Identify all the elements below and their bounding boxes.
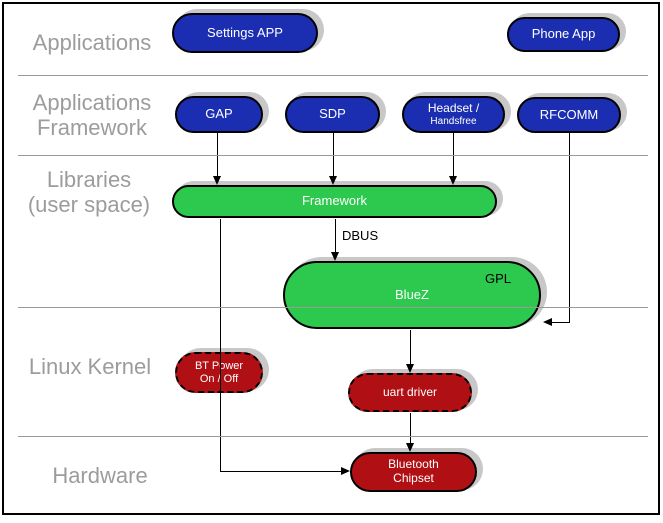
edge-framework-chipset-vertical bbox=[220, 219, 221, 472]
layer-label-hardware: Hardware bbox=[52, 463, 148, 488]
edge-framework-bluez bbox=[335, 219, 336, 253]
node-headset-handsfree: Headset / Handsfree bbox=[402, 96, 505, 133]
dbus-label: DBUS bbox=[342, 228, 379, 243]
arrowhead-uart-chipset bbox=[406, 443, 414, 452]
node-bt-power: BT Power On / Off bbox=[175, 352, 263, 393]
diagram-border bbox=[2, 2, 660, 515]
node-bluetooth-chipset: Bluetooth Chipset bbox=[350, 452, 477, 492]
node-bluez: GPL BlueZ bbox=[283, 261, 541, 329]
layer-label-applications-framework: Applications Framework bbox=[32, 90, 152, 140]
layer-divider-2 bbox=[18, 155, 648, 156]
arrowhead-framework-bluez bbox=[331, 252, 339, 261]
node-sdp: SDP bbox=[285, 96, 380, 133]
node-phone-app: Phone App bbox=[507, 17, 620, 52]
edge-rfcomm-bluez-vertical bbox=[569, 133, 570, 323]
edge-rfcomm-bluez-horizontal bbox=[551, 322, 570, 323]
arrowhead-bluez-uart bbox=[406, 364, 414, 373]
layer-divider-4 bbox=[18, 436, 648, 437]
layer-label-applications: Applications bbox=[32, 30, 152, 55]
edge-uart-chipset bbox=[410, 413, 411, 444]
node-uart-driver: uart driver bbox=[348, 373, 472, 412]
edge-framework-chipset-horizontal bbox=[220, 471, 341, 472]
node-gap: GAP bbox=[175, 96, 263, 133]
arrowhead-headset-framework bbox=[449, 176, 457, 185]
arrowhead-gap-framework bbox=[213, 176, 221, 185]
edge-bluez-uart bbox=[410, 330, 411, 365]
gpl-badge: GPL bbox=[484, 271, 511, 286]
layer-divider-1 bbox=[18, 75, 648, 76]
layer-label-libraries: Libraries (user space) bbox=[27, 167, 151, 217]
layer-divider-3 bbox=[18, 307, 648, 308]
node-framework: Framework bbox=[172, 185, 497, 218]
arrowhead-framework-chipset bbox=[341, 467, 350, 475]
node-settings-app: Settings APP bbox=[172, 13, 318, 53]
node-rfcomm: RFCOMM bbox=[517, 97, 621, 133]
layer-label-linux-kernel: Linux Kernel bbox=[28, 354, 152, 379]
arrowhead-sdp-framework bbox=[329, 176, 337, 185]
arrowhead-rfcomm-bluez bbox=[543, 318, 552, 326]
